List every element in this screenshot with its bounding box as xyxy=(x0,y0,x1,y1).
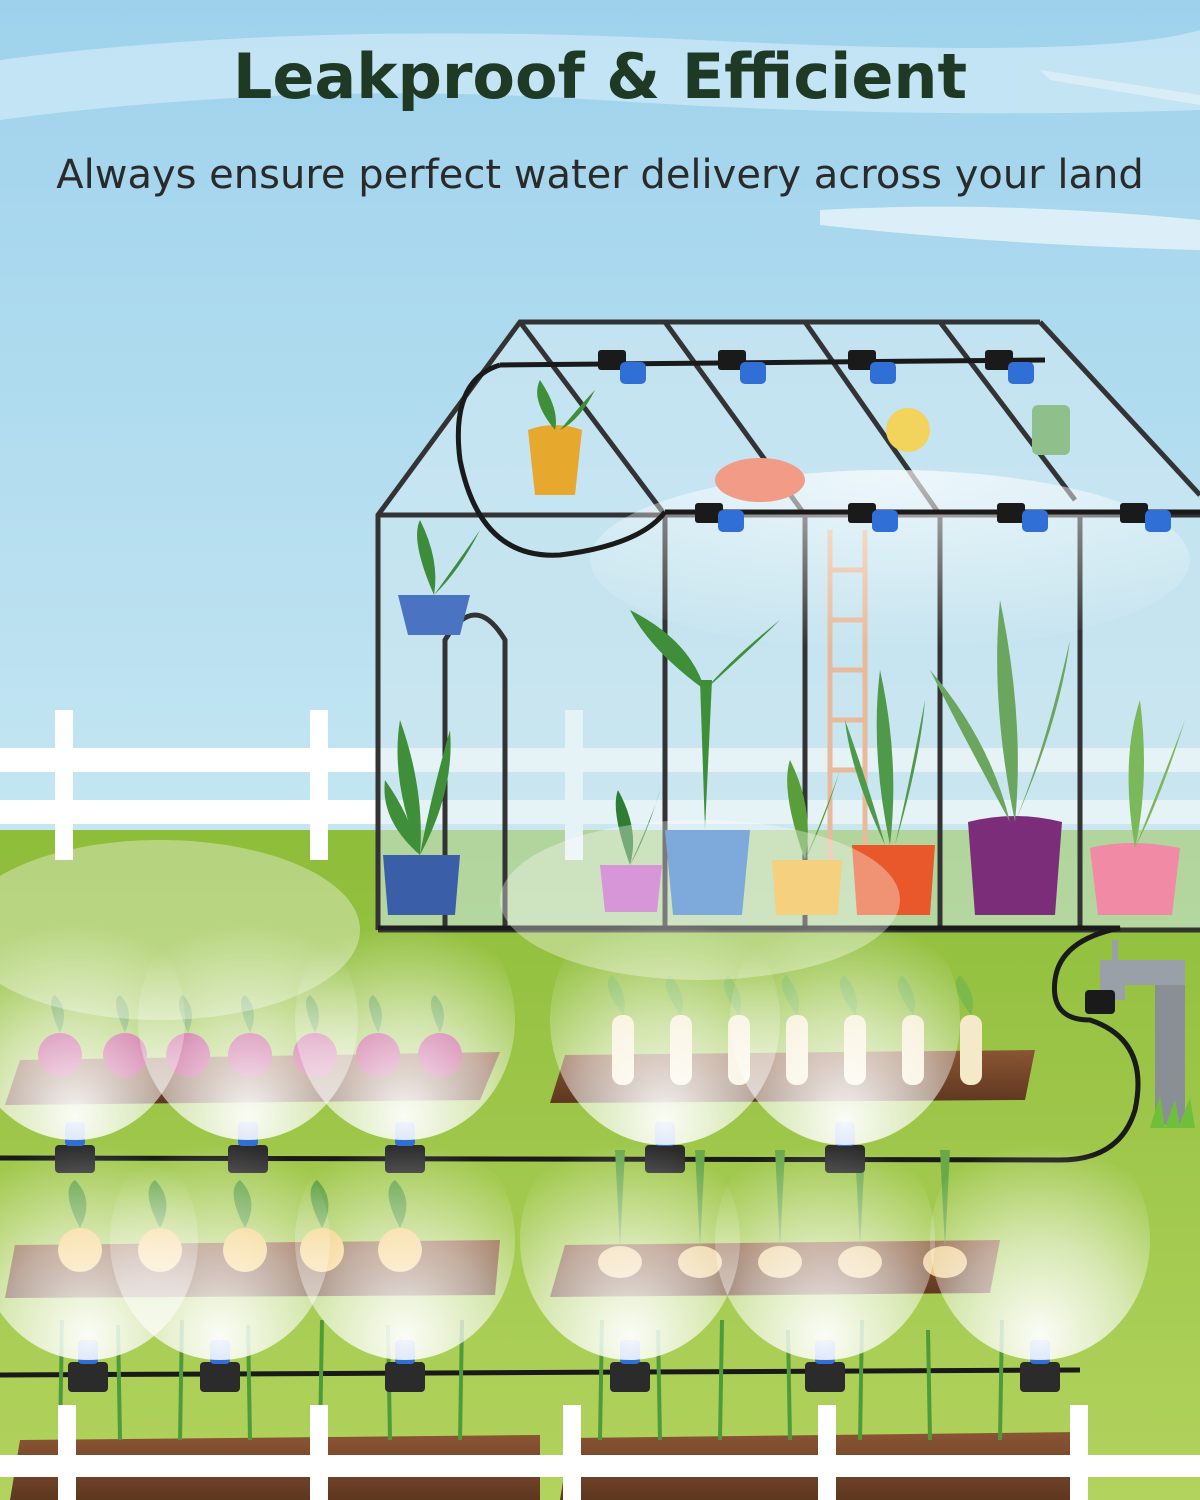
drip-hoses xyxy=(0,357,1200,1378)
water-faucet xyxy=(1085,940,1195,1128)
subheadline: Always ensure perfect water delivery acr… xyxy=(56,152,1144,198)
water-mist-sprays xyxy=(0,820,1150,1360)
front-fence xyxy=(0,1405,1200,1500)
greenhouse-sprinklers xyxy=(598,350,1171,532)
greenhouse-plants xyxy=(383,380,1185,915)
headline: Leakproof & Efficient xyxy=(232,40,968,113)
sky-brush-strokes xyxy=(0,30,1200,250)
